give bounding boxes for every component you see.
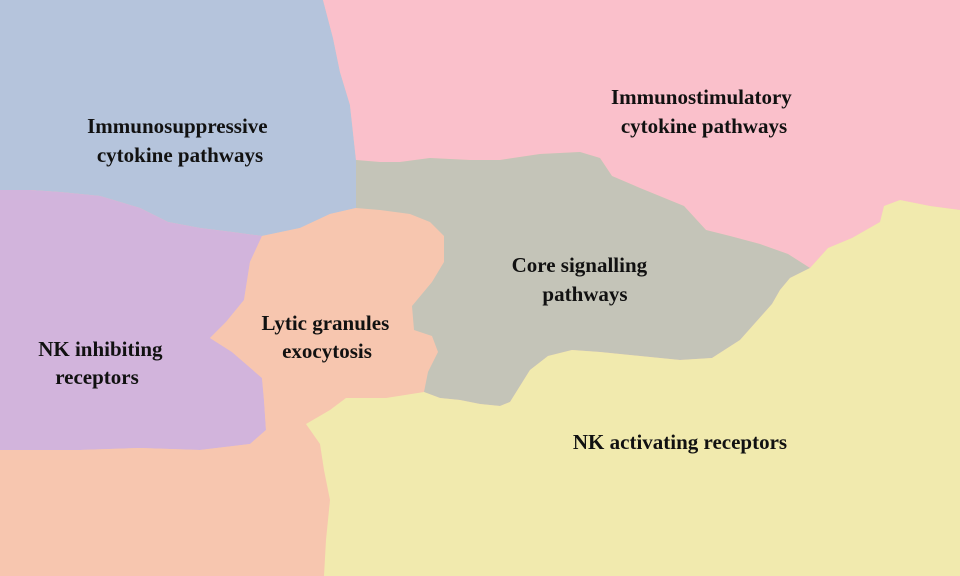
label-lytic-granules: Lytic granules exocytosis	[261, 311, 394, 363]
label-nk-inhibiting: NK inhibiting receptors	[38, 337, 168, 389]
label-lytic-granules-line-1: Lytic granules	[261, 311, 389, 335]
label-immunostimulatory-line-1: Immunostimulatory	[611, 85, 792, 109]
label-immunosuppressive-line-1: Immunosuppressive	[87, 114, 268, 138]
label-immunosuppressive-line-2: cytokine pathways	[97, 143, 263, 167]
region-nk-activating: NK activating receptors	[306, 200, 960, 576]
label-immunosuppressive: Immunosuppressive cytokine pathways	[87, 114, 273, 167]
label-immunostimulatory: Immunostimulatory cytokine pathways	[611, 85, 797, 138]
label-core-signalling: Core signalling pathways	[512, 253, 653, 306]
region-immunosuppressive: Immunosuppressive cytokine pathways	[0, 0, 356, 236]
region-core-signalling: Core signalling pathways	[356, 152, 810, 406]
label-nk-inhibiting-line-1: NK inhibiting	[38, 337, 163, 361]
region-shape-core-signalling	[356, 152, 810, 406]
label-nk-inhibiting-line-2: receptors	[55, 365, 139, 389]
label-core-signalling-line-1: Core signalling	[512, 253, 648, 277]
region-lytic-granules: Lytic granules exocytosis	[0, 208, 444, 576]
region-immunostimulatory: Immunostimulatory cytokine pathways	[323, 0, 960, 268]
region-shape-immunostimulatory	[323, 0, 960, 268]
region-shape-nk-inhibiting	[0, 190, 266, 450]
region-shape-immunosuppressive	[0, 0, 356, 236]
label-nk-activating: NK activating receptors	[573, 430, 787, 454]
label-core-signalling-line-2: pathways	[542, 282, 627, 306]
region-shape-lytic-granules	[0, 208, 444, 576]
label-nk-activating-line-1: NK activating receptors	[573, 430, 787, 454]
region-nk-inhibiting: NK inhibiting receptors	[0, 190, 266, 450]
region-shape-nk-activating	[306, 200, 960, 576]
label-lytic-granules-line-2: exocytosis	[282, 339, 372, 363]
label-immunostimulatory-line-2: cytokine pathways	[621, 114, 787, 138]
